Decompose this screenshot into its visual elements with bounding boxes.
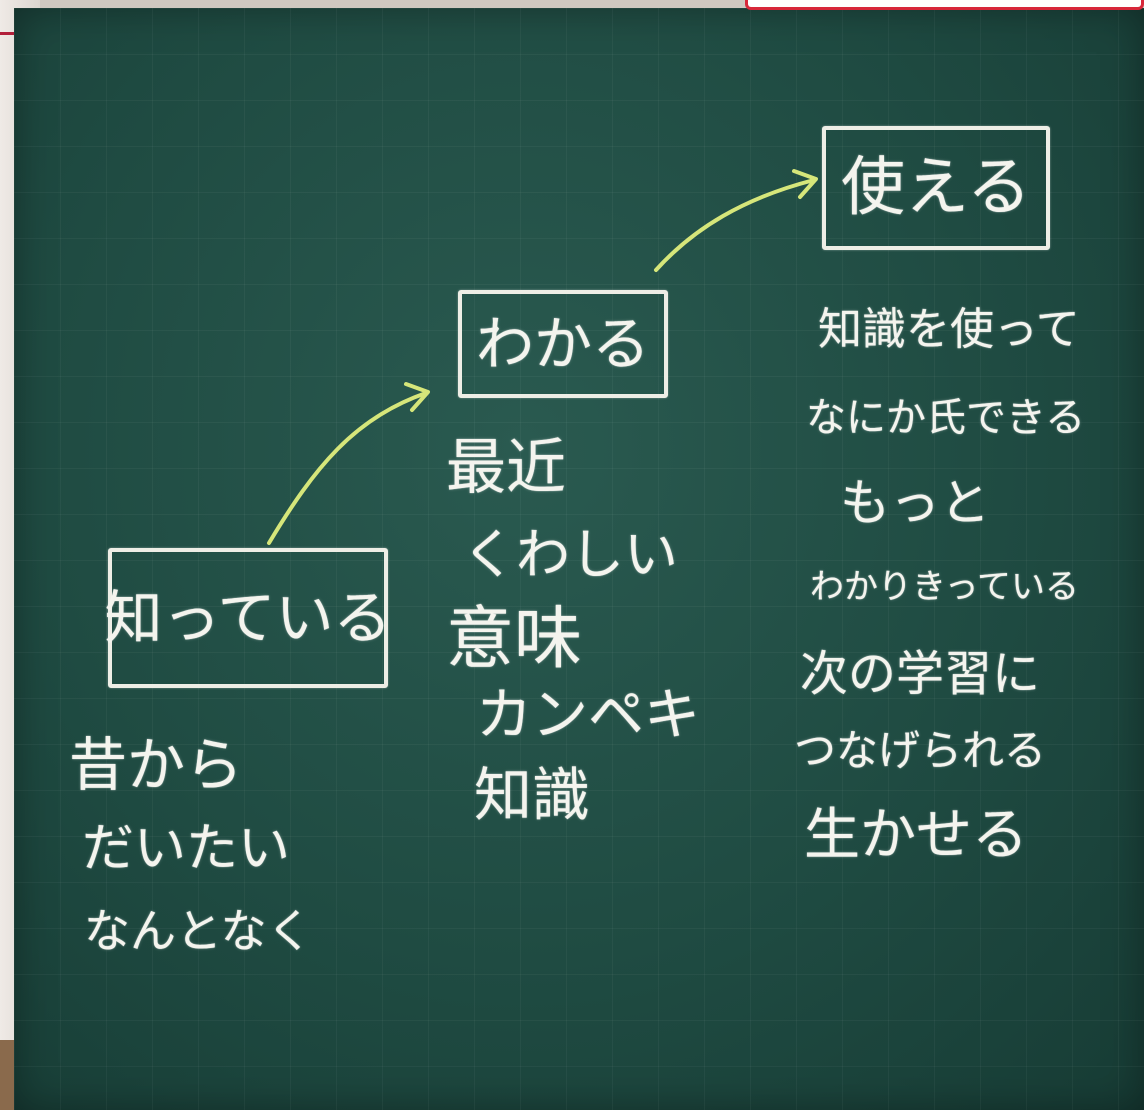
stage-2-line-3: 意味 (446, 600, 583, 679)
stage-1-line-2: だいたい (82, 819, 291, 879)
stage-1-heading: 知っている (104, 584, 392, 652)
stage-1-box: 知っている (104, 548, 392, 688)
stage-3-line-6: つなげられる (794, 726, 1047, 775)
stage-3-line-3: もっと (840, 474, 990, 532)
stage-2-heading: わかる (475, 310, 650, 378)
stage-2-line-5: 知識 (474, 761, 591, 829)
stage-3-line-2: なにか氏できる (806, 395, 1086, 441)
arrow-2-head (792, 169, 818, 199)
stage-2-line-4: カンペキ (476, 683, 700, 748)
stage-2-box: わかる (458, 290, 668, 398)
red-accent-tab (745, 0, 1144, 10)
stage-2-line-2: くわしい (462, 523, 678, 586)
arrow-1-line (267, 391, 428, 545)
stage-3-line-1: 知識を使って (818, 304, 1080, 355)
stage-3-line-5: 次の学習に (800, 646, 1041, 702)
stage-2-line-1: 最近 (446, 433, 566, 503)
chalkboard: 知っている 昔から だいたい なんとなく わかる 最近 くわしい 意味 カンペキ… (14, 8, 1144, 1110)
stage-3-box: 使える (822, 126, 1050, 250)
stage-1-line-1: 昔から (69, 731, 244, 799)
stage-3-line-7: 生かせる (804, 803, 1028, 868)
arrows-layer (267, 169, 818, 545)
arrow-1-head (404, 382, 430, 412)
stage-1-line-3: なんとなく (84, 904, 313, 958)
stage-3-heading: 使える (840, 151, 1032, 225)
arrow-2-line (654, 178, 816, 272)
stage-3-line-4: わかりきっている (810, 567, 1079, 607)
